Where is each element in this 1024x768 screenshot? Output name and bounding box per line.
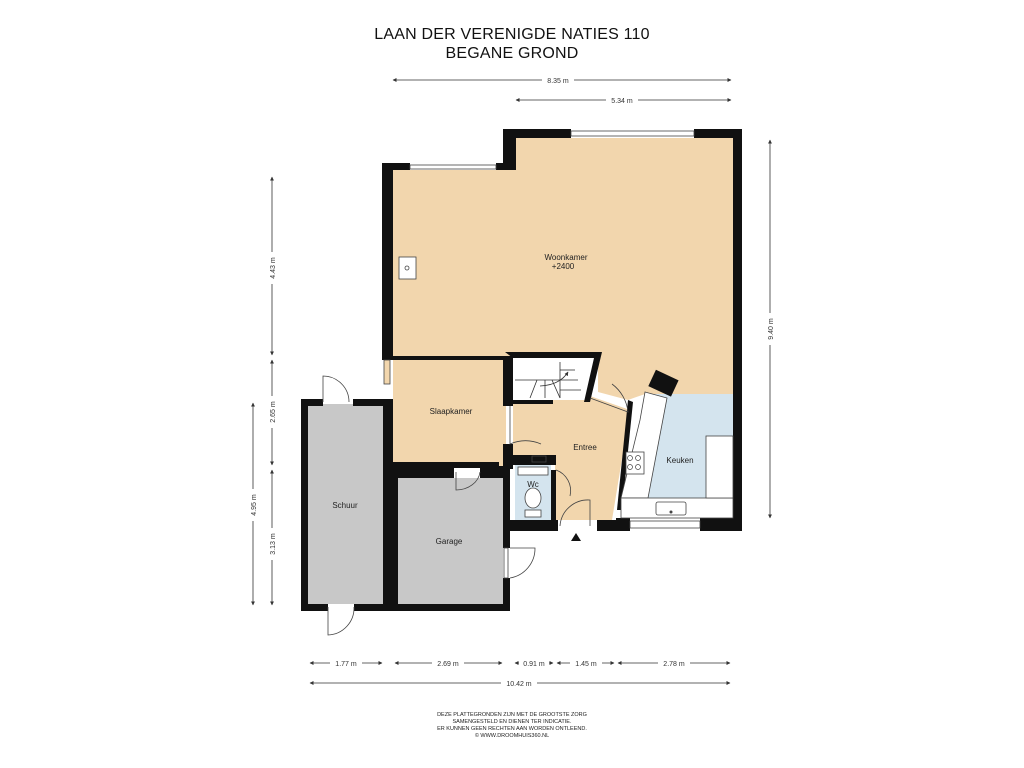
- kitchen-counters: [620, 391, 734, 519]
- doors: [322, 375, 629, 636]
- dim-bottom-3: 0.91 m: [523, 661, 545, 668]
- garage-fill: [398, 478, 503, 604]
- disclaimer-line: DEZE PLATTEGRONDEN ZIJN MET DE GROOTSTE …: [437, 712, 587, 718]
- label-slaapkamer: Slaapkamer: [430, 407, 473, 416]
- dim-left-lower: 3.13 m: [270, 533, 277, 555]
- label-woonkamer: Woonkamer: [545, 253, 588, 262]
- disclaimer-line: ER KUNNEN GEEN RECHTEN AAN WORDEN ONTLEE…: [437, 726, 587, 732]
- dim-top-partial: 5.34 m: [611, 98, 633, 105]
- staircase: [515, 360, 598, 400]
- dim-bottom-5: 2.78 m: [663, 661, 685, 668]
- dimension-labels: 8.35 m 5.34 m 4.43 m 2.65 m 3.13 m 4.95 …: [248, 75, 775, 688]
- disclaimer: DEZE PLATTEGRONDEN ZIJN MET DE GROOTSTE …: [0, 712, 1024, 740]
- plan-address-title: LAAN DER VERENIGDE NATIES 110: [374, 26, 650, 43]
- slaapkamer-fill: [393, 360, 506, 466]
- dim-bottom-total: 10.42 m: [506, 681, 531, 688]
- wc-fixtures: [517, 455, 549, 518]
- dim-top-total: 8.35 m: [547, 78, 569, 85]
- label-schuur: Schuur: [332, 501, 358, 510]
- dim-left-outer: 4.95 m: [251, 494, 258, 516]
- label-entree: Entree: [573, 443, 597, 452]
- walls: [301, 129, 742, 611]
- windows: [383, 130, 701, 579]
- dim-bottom-4: 1.45 m: [575, 661, 597, 668]
- dim-bottom-2: 2.69 m: [437, 661, 459, 668]
- dim-left-middle: 2.65 m: [270, 401, 277, 423]
- dim-left-upper: 4.43 m: [270, 257, 277, 279]
- schuur-fill: [308, 404, 383, 604]
- woonkamer-fill: [393, 138, 733, 400]
- disclaimer-line: SAMENGESTELD EN DIENEN TER INDICATIE.: [452, 719, 572, 725]
- label-garage: Garage: [436, 537, 463, 546]
- entrance-arrow: [571, 533, 581, 541]
- dim-right-height: 9.40 m: [768, 318, 775, 340]
- label-keuken: Keuken: [666, 456, 693, 465]
- disclaimer-line: © WWW.DROOMHUIS360.NL: [474, 733, 550, 739]
- label-wc: Wc: [527, 480, 539, 489]
- label-level: +2400: [552, 262, 575, 271]
- entree-fill: [513, 396, 630, 520]
- dim-bottom-1: 1.77 m: [335, 661, 357, 668]
- column-marker: [398, 256, 417, 280]
- plan-floor-title: BEGANE GROND: [445, 45, 579, 62]
